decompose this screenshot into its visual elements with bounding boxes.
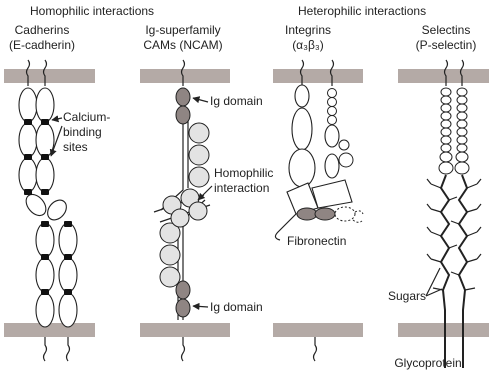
ig-title: Ig-superfamily: [145, 23, 220, 37]
homophilic-label-line2: interaction: [214, 181, 269, 195]
cadherin-molecules: Calcium- binding sites: [19, 60, 110, 361]
membrane-bottom-selectins: [398, 323, 489, 337]
integrin-beta-chain: [325, 89, 353, 179]
membrane-bottom-ig: [140, 323, 230, 337]
cadherin-lower-domains: [36, 223, 77, 327]
integrin-alpha-chain: [289, 85, 315, 187]
homophilic-header: Homophilic interactions: [30, 4, 154, 18]
cadherins-subtitle: (E-cadherin): [9, 38, 75, 52]
ig-loops-bottom: [160, 223, 180, 287]
integrin-beta-head: [312, 180, 352, 208]
calcium-label-line3: sites: [63, 140, 88, 154]
selectins-title: Selectins: [422, 23, 471, 37]
ig-domain-bottom-label: Ig domain: [210, 300, 263, 314]
membrane-bottom-integrins: [273, 323, 363, 337]
glycoprotein-label: Glycoprotein: [394, 356, 461, 370]
integrins-title: Integrins: [285, 23, 331, 37]
glycoprotein-strand-left: [441, 175, 449, 368]
sugars-label: Sugars: [388, 289, 426, 303]
cadherins-title: Cadherins: [15, 23, 70, 37]
membrane-top-ig: [140, 69, 230, 83]
ncam-molecules: Ig domain Ig domain Homophilic interacti…: [154, 60, 273, 361]
membrane-top-integrins: [273, 69, 363, 83]
ig-subtitle: CAMs (NCAM): [143, 38, 222, 52]
selectin-bead-chain-left: [439, 88, 453, 174]
ig-domain-top-2: [176, 106, 190, 124]
ig-domain-top-1: [176, 88, 190, 106]
calcium-label-line2: binding: [63, 125, 102, 139]
selectins-subtitle: (P-selectin): [416, 38, 477, 52]
ig-domain-bottom-1: [176, 281, 190, 299]
selectin-bead-chain-right: [455, 88, 469, 174]
membrane-top-selectins: [398, 69, 489, 83]
calcium-label-line1: Calcium-: [63, 110, 110, 124]
ig-loops-top: [189, 123, 209, 187]
glycoprotein-strand-right: [459, 175, 467, 368]
fibronectin: [297, 207, 363, 222]
integrin-molecule: Fibronectin: [275, 60, 363, 361]
homophilic-label-line1: Homophilic: [214, 166, 273, 180]
integrins-subtitle: (α₃β₃): [292, 38, 324, 52]
membrane-top-cadherins: [4, 69, 95, 83]
sugar-chains: [427, 179, 481, 290]
heterophilic-header: Heterophilic interactions: [298, 4, 426, 18]
ig-domain-bottom-2: [176, 299, 190, 317]
fibronectin-label: Fibronectin: [287, 234, 346, 248]
ig-domain-top-label: Ig domain: [210, 94, 263, 108]
